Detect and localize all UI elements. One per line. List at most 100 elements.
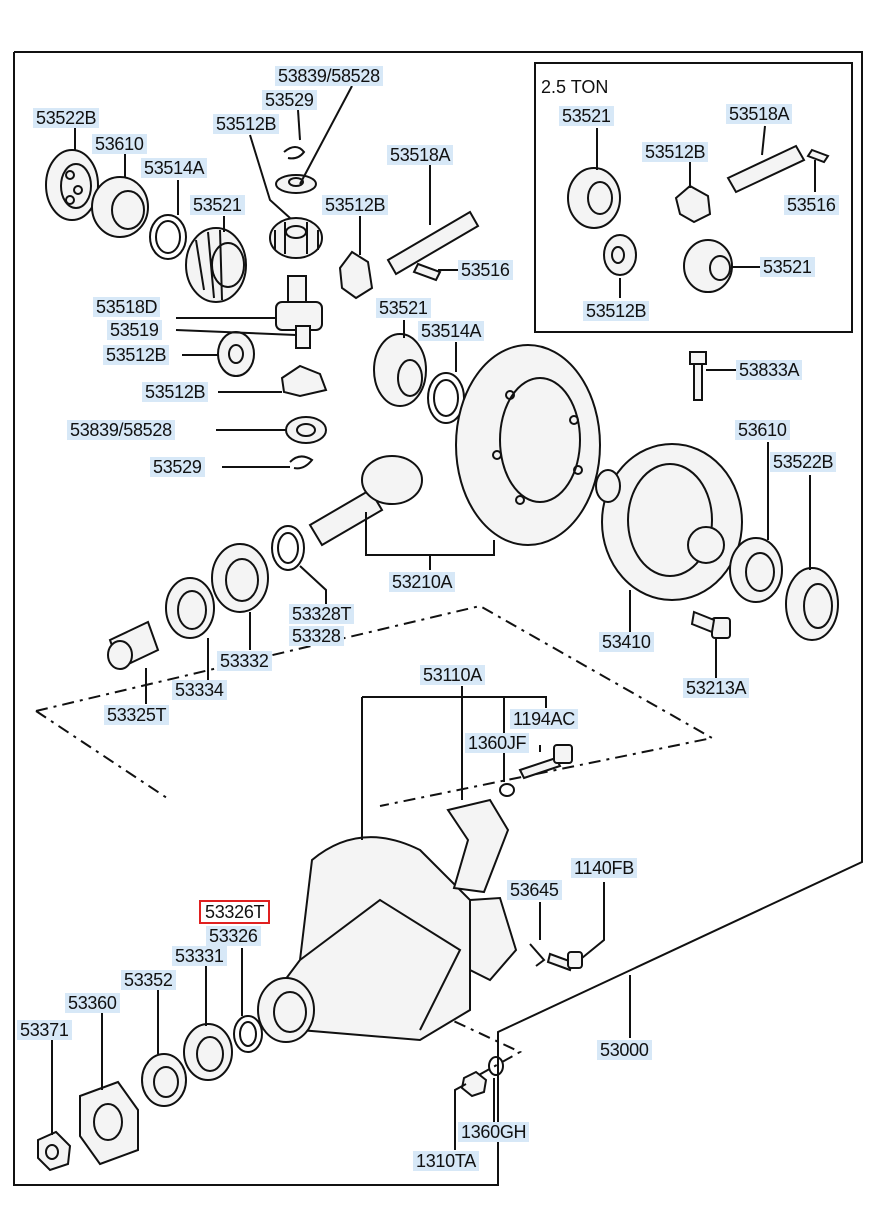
washer-1360JF xyxy=(499,783,515,797)
part-label-53410[interactable]: 53410 xyxy=(599,632,654,652)
inset-pinion-53512B-b xyxy=(603,234,637,276)
part-label-53610-r[interactable]: 53610 xyxy=(735,420,790,440)
part-label-1310TA[interactable]: 1310TA xyxy=(413,1151,479,1171)
inset-shaft-53518A xyxy=(726,144,806,194)
part-label-53839-58528-top[interactable]: 53839/58528 xyxy=(275,66,383,86)
part-label-53360[interactable]: 53360 xyxy=(65,993,120,1013)
bearing-53522B-r xyxy=(785,567,839,641)
part-label-53518D[interactable]: 53518D xyxy=(93,297,161,317)
pinion-gear-53512B-d xyxy=(280,364,328,398)
clip-53645 xyxy=(529,943,546,967)
part-label-53519[interactable]: 53519 xyxy=(107,320,162,340)
part-label-53371[interactable]: 53371 xyxy=(17,1020,72,1040)
shaft-53518A-main xyxy=(386,210,480,276)
ring-gear-53210A xyxy=(455,344,601,546)
clip-53529-top xyxy=(283,146,306,160)
bolt-1140FB xyxy=(546,951,583,972)
part-label-53521-b[interactable]: 53521 xyxy=(376,298,431,318)
part-label-53512B-a[interactable]: 53512B xyxy=(213,114,280,134)
part-label-53522B-top[interactable]: 53522B xyxy=(33,108,100,128)
shim-53326 xyxy=(233,1015,263,1053)
bearing-53332 xyxy=(211,543,269,613)
part-label-53352[interactable]: 53352 xyxy=(121,970,176,990)
carrier-53110A xyxy=(257,798,518,1043)
part-label-53331[interactable]: 53331 xyxy=(172,946,227,966)
inset-label-53521-a[interactable]: 53521 xyxy=(559,106,614,126)
inset-side-gear-53521-a xyxy=(567,167,621,229)
thrust-washer-53839-b xyxy=(285,416,327,444)
nut-53371 xyxy=(37,1130,72,1172)
bolt-53833A xyxy=(689,351,707,401)
part-label-53512B-c[interactable]: 53512B xyxy=(103,345,170,365)
inset-frame xyxy=(534,62,853,333)
part-label-53514A-top[interactable]: 53514A xyxy=(141,158,208,178)
part-label-53110A[interactable]: 53110A xyxy=(420,665,485,685)
inset-label-53516[interactable]: 53516 xyxy=(784,195,839,215)
part-label-53334[interactable]: 53334 xyxy=(172,680,227,700)
part-label-53326[interactable]: 53326 xyxy=(206,926,261,946)
part-label-53521-a[interactable]: 53521 xyxy=(190,195,245,215)
part-label-1194AC[interactable]: 1194AC xyxy=(510,709,578,729)
clip-53529-b xyxy=(289,455,314,470)
inset-side-gear-53521-b xyxy=(683,239,733,293)
part-label-53512B-d[interactable]: 53512B xyxy=(142,382,209,402)
part-label-53529-b[interactable]: 53529 xyxy=(150,457,205,477)
inset-pinion-53512B-a xyxy=(674,184,712,224)
part-label-53516-main[interactable]: 53516 xyxy=(458,260,513,280)
part-label-53512B-b[interactable]: 53512B xyxy=(322,195,389,215)
part-label-53328T[interactable]: 53328T xyxy=(289,604,355,624)
washer-1360GH xyxy=(488,1056,504,1076)
carrier-dashed-outline xyxy=(35,604,715,807)
drive-pinion-53210A xyxy=(308,455,423,547)
leader-lines xyxy=(51,85,816,1150)
part-label-53328[interactable]: 53328 xyxy=(289,626,344,646)
outer-frame xyxy=(13,51,863,1186)
shim-53328T xyxy=(271,525,305,571)
case-53410 xyxy=(595,443,743,601)
pinion-gear-53512B-c xyxy=(217,331,255,377)
bearing-53522B-top xyxy=(45,149,99,221)
bearing-53331 xyxy=(183,1023,233,1081)
flange-53360 xyxy=(79,1080,139,1166)
part-label-53000[interactable]: 53000 xyxy=(597,1040,652,1060)
bolt-1194AC xyxy=(518,744,573,780)
part-label-53332[interactable]: 53332 xyxy=(217,651,272,671)
part-label-1140FB[interactable]: 1140FB xyxy=(571,858,637,878)
part-label-53522B-r[interactable]: 53522B xyxy=(770,452,837,472)
inset-label-53521-b[interactable]: 53521 xyxy=(760,257,815,277)
side-gear-53521-a xyxy=(185,227,247,303)
pinion-gear-53512B-b xyxy=(338,250,374,300)
spacer-53325T xyxy=(107,620,160,670)
part-label-53514A-b[interactable]: 53514A xyxy=(418,321,485,341)
part-label-53325T[interactable]: 53325T xyxy=(104,705,170,725)
part-label-53839-58528-b[interactable]: 53839/58528 xyxy=(67,420,175,440)
pinion-gear-53512B-a xyxy=(269,217,323,259)
carrier-dashed-outline-bottom xyxy=(429,1009,523,1081)
part-label-53210A[interactable]: 53210A xyxy=(389,572,456,592)
part-label-53518A-main[interactable]: 53518A xyxy=(387,145,454,165)
part-label-53833A[interactable]: 53833A xyxy=(736,360,803,380)
bearing-53334 xyxy=(165,577,215,639)
inset-label-53512B-b[interactable]: 53512B xyxy=(583,301,650,321)
side-gear-53521-b xyxy=(373,333,427,407)
part-label-53645[interactable]: 53645 xyxy=(507,880,562,900)
pin-53516-main xyxy=(412,262,442,282)
part-label-1360GH[interactable]: 1360GH xyxy=(458,1122,530,1142)
inset-label-53512B-a[interactable]: 53512B xyxy=(642,142,709,162)
part-label-53326T-highlighted[interactable]: 53326T xyxy=(199,900,271,924)
bearing-53610-top xyxy=(91,176,149,238)
part-label-53610-top[interactable]: 53610 xyxy=(92,134,147,154)
part-label-53529-top[interactable]: 53529 xyxy=(262,90,317,110)
part-label-53213A[interactable]: 53213A xyxy=(683,678,750,698)
spider-53518D xyxy=(275,275,323,349)
thrust-washer-53839-top xyxy=(275,174,317,194)
washer-53514A-top xyxy=(149,214,187,260)
inset-pin-53516 xyxy=(806,148,830,164)
inset-label-53518A[interactable]: 53518A xyxy=(726,104,793,124)
inset-title: 2.5 TON xyxy=(541,77,609,97)
nut-1310TA xyxy=(460,1070,488,1098)
part-label-1360JF[interactable]: 1360JF xyxy=(465,733,530,753)
bolt-53213A xyxy=(690,610,731,639)
seal-53352 xyxy=(141,1053,187,1107)
